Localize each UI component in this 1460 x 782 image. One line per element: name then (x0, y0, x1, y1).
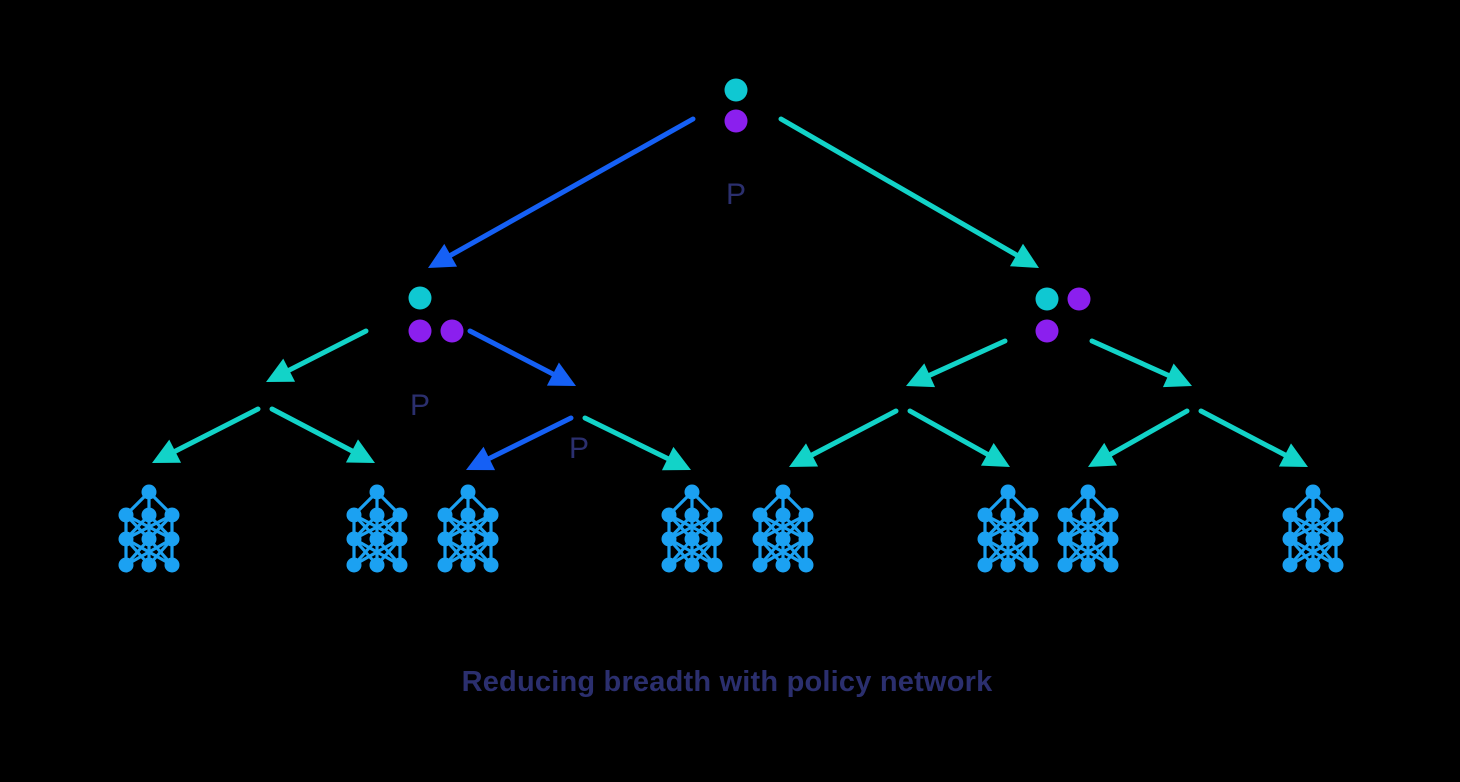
cyan-dot-1 (408, 286, 432, 310)
purple-dot-3 (1035, 319, 1059, 343)
purple-dot-3 (440, 319, 464, 343)
cyan-dot-1 (724, 78, 748, 102)
policy-label-3: P (569, 432, 589, 465)
edge-left-to-junction-b (467, 328, 576, 386)
edge-junction-a-to-leaf-2 (269, 406, 375, 463)
edge-right-to-junction-b (1089, 338, 1192, 388)
edge-right-to-junction-a (906, 338, 1008, 388)
left-branch-node[interactable] (408, 286, 464, 343)
right-branch-node[interactable] (1035, 287, 1091, 343)
policy-label-2: P (410, 389, 430, 422)
edge-junction-a-to-leaf-1 (152, 406, 261, 463)
edge-junction-rb-to-leaf-8 (1198, 408, 1308, 467)
policy-label-1: P (726, 178, 746, 211)
edge-root-to-right (778, 116, 1039, 268)
purple-dot-2 (724, 109, 748, 133)
purple-dot-2 (1067, 287, 1091, 311)
edge-root-to-left (428, 116, 696, 268)
purple-dot-2 (408, 319, 432, 343)
edge-junction-b-to-leaf-4 (582, 415, 691, 471)
edge-left-to-junction-a (266, 328, 369, 382)
cyan-dot-1 (1035, 287, 1059, 311)
edge-junction-b-to-leaf-3 (466, 415, 574, 471)
edge-junction-ra-to-leaf-5 (789, 408, 899, 467)
nodes-layer (408, 78, 1091, 343)
labels-layer: P P P (410, 178, 746, 465)
root-node[interactable] (724, 78, 748, 133)
edges-layer (152, 116, 1308, 471)
edge-junction-rb-to-leaf-7 (1088, 408, 1190, 467)
edge-junction-ra-to-leaf-6 (907, 408, 1010, 467)
figure-caption: Reducing breadth with policy network (462, 666, 994, 698)
